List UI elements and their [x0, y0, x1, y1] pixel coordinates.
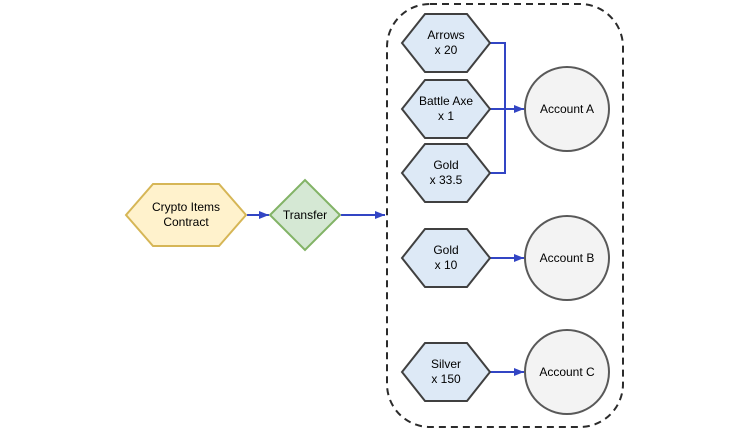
- item-node-gold-10: Gold x 10: [400, 228, 492, 288]
- item-qty: x 1: [438, 109, 454, 123]
- account-circle: [524, 329, 610, 415]
- item-hexagon: [400, 342, 492, 402]
- account-circle: [524, 215, 610, 301]
- item-hexagon: [400, 228, 492, 288]
- transfer-label: Transfer: [283, 208, 327, 222]
- item-name: Battle Axe: [419, 94, 473, 108]
- account-c-node: Account C: [524, 329, 610, 415]
- source-label-line2: Contract: [163, 215, 209, 229]
- item-hexagon: [400, 143, 492, 203]
- item-hexagon: [400, 13, 492, 73]
- item-node-battle-axe: Battle Axe x 1: [400, 79, 492, 139]
- item-hexagon: [400, 79, 492, 139]
- item-node-silver: Silver x 150: [400, 342, 492, 402]
- item-name: Silver: [431, 357, 461, 371]
- account-label: Account C: [539, 365, 595, 379]
- transfer-node: Transfer: [268, 178, 342, 252]
- item-qty: x 150: [431, 372, 461, 386]
- account-label: Account A: [540, 102, 594, 116]
- item-node-gold-33-5: Gold x 33.5: [400, 143, 492, 203]
- source-label-line1: Crypto Items: [152, 200, 220, 214]
- item-qty: x 33.5: [430, 173, 463, 187]
- transfer-group-container: [386, 3, 624, 428]
- account-circle: [524, 66, 610, 152]
- source-hexagon: [124, 183, 248, 247]
- account-a-node: Account A: [524, 66, 610, 152]
- item-name: Gold: [433, 243, 458, 257]
- account-b-node: Account B: [524, 215, 610, 301]
- transfer-diamond: [268, 178, 342, 252]
- item-name: Arrows: [427, 28, 464, 42]
- item-qty: x 20: [435, 43, 458, 57]
- crypto-items-contract-node: Crypto Items Contract: [124, 183, 248, 247]
- item-node-arrows: Arrows x 20: [400, 13, 492, 73]
- account-label: Account B: [540, 251, 595, 265]
- item-name: Gold: [433, 158, 458, 172]
- item-qty: x 10: [435, 258, 458, 272]
